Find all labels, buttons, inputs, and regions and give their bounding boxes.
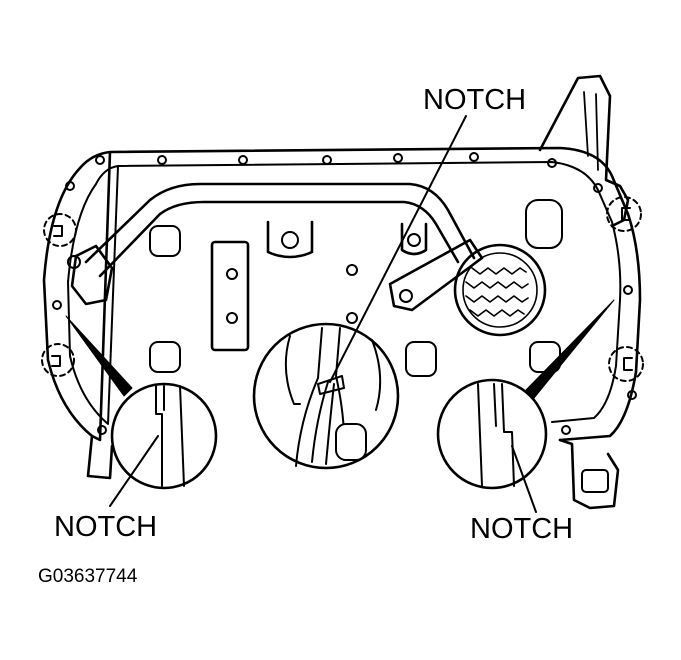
- right-end-block: [558, 438, 620, 510]
- notch-label-top: NOTCH: [423, 84, 527, 116]
- pipe-left-fitting: [70, 244, 114, 306]
- pocket-left: [149, 225, 181, 257]
- left-end-block: [86, 434, 114, 480]
- upper-bracket: [538, 74, 630, 228]
- flange-bolt-holes: [52, 152, 637, 435]
- leader-notch-left: [109, 435, 159, 507]
- bracket-bolt: [399, 289, 413, 303]
- right-end-boss: [581, 469, 609, 493]
- notch-label-left: NOTCH: [54, 511, 158, 543]
- figure-code: G03637744: [38, 566, 138, 587]
- pointer-wedge-left: [65, 315, 133, 397]
- strainer-bracket: [388, 238, 484, 312]
- strainer-pipe-inner: [98, 200, 460, 278]
- strainer-screen: [453, 243, 547, 337]
- pipe-left-bolt: [67, 255, 81, 269]
- baffle-plate: [210, 240, 250, 352]
- strainer-pipe: [84, 182, 476, 264]
- small-hole-b: [346, 312, 358, 324]
- leader-notch-right: [511, 445, 537, 513]
- strainer-screen-inner: [462, 252, 538, 328]
- leader-notch-top: [329, 115, 467, 383]
- boss-center-left: [266, 220, 314, 259]
- oil-pan-flange-inner: [67, 161, 622, 425]
- notch-marks-on-flange: [51, 207, 633, 371]
- pocket-lower-left: [149, 341, 181, 373]
- detail-circle-center: [252, 322, 400, 470]
- detail-right-flange: [477, 383, 515, 487]
- baffle-bolt-1: [226, 268, 238, 280]
- boss-center: [400, 222, 428, 256]
- notch-label-right: NOTCH: [470, 513, 574, 545]
- baffle-bolt-2: [226, 312, 238, 324]
- detail-circle-left: [110, 382, 218, 490]
- notch-location-markers: [41, 196, 644, 382]
- pocket-lower-right: [405, 341, 437, 377]
- pocket-right: [525, 199, 563, 249]
- strainer-mesh: [465, 267, 529, 317]
- pointer-wedge-right: [525, 299, 615, 399]
- oil-pan-flange-outer: [42, 146, 642, 442]
- small-hole-a: [346, 264, 358, 276]
- detail-center-bolt: [335, 423, 367, 461]
- boss-center-hole: [407, 233, 421, 247]
- boss-center-left-hole: [281, 231, 299, 249]
- detail-circle-right: [436, 378, 548, 490]
- detail-left-flange: [155, 385, 185, 487]
